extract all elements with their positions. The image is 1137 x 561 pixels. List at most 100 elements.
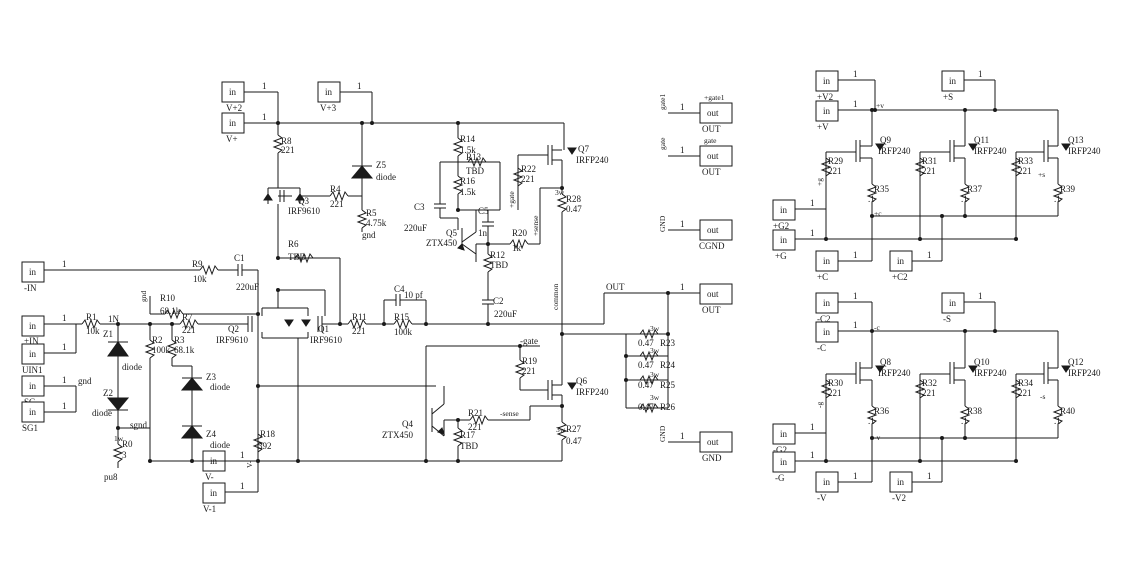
port-right-v: in 1 +V	[815, 99, 1058, 132]
svg-text:0.47: 0.47	[638, 402, 654, 412]
port-gate1-out: out 1 OUT	[668, 102, 733, 134]
svg-text:in: in	[229, 118, 237, 128]
svg-text:R27: R27	[566, 424, 582, 434]
svg-text:in: in	[325, 87, 333, 97]
svg-text:+gate1: +gate1	[704, 93, 725, 102]
svg-text:CGND: CGND	[699, 241, 725, 251]
port-right-minus-g: in 1 -G	[772, 450, 1018, 483]
right-output-stage-bottom	[820, 302, 1071, 482]
svg-text:1: 1	[978, 291, 983, 301]
svg-text:R7: R7	[182, 312, 193, 322]
svg-text:Q6: Q6	[576, 376, 587, 386]
svg-text:221: 221	[468, 422, 482, 432]
svg-text:out: out	[707, 289, 719, 299]
svg-text:GND: GND	[702, 453, 722, 463]
svg-text:in: in	[823, 106, 831, 116]
svg-text:.1: .1	[1054, 194, 1061, 204]
port-right-v2: in 1 +V2	[815, 69, 875, 102]
port-out-out: out 1 OUT	[668, 282, 733, 315]
main-amplifier-wires	[75, 92, 669, 492]
svg-text:gate: gate	[658, 137, 667, 150]
port-right-minus-g2: in 1 -G2	[772, 422, 826, 455]
svg-text:Z5: Z5	[376, 160, 386, 170]
svg-text:-sense: -sense	[500, 409, 519, 418]
svg-text:IRFP240: IRFP240	[1068, 368, 1101, 378]
svg-text:1: 1	[680, 102, 685, 112]
svg-text:R2: R2	[152, 335, 163, 345]
svg-text:1: 1	[680, 145, 685, 155]
svg-text:1: 1	[62, 313, 67, 323]
svg-text:221: 221	[828, 388, 842, 398]
port-right-g2: in 1 +G2	[772, 198, 826, 231]
svg-text:in: in	[29, 407, 37, 417]
svg-text:Q2: Q2	[228, 324, 239, 334]
svg-text:R37: R37	[967, 184, 983, 194]
svg-text:R1: R1	[86, 312, 97, 322]
svg-text:R36: R36	[874, 406, 890, 416]
svg-text:221: 221	[522, 366, 536, 376]
svg-text:out: out	[707, 437, 719, 447]
svg-text:TBD: TBD	[460, 441, 479, 451]
svg-text:GND: GND	[658, 215, 667, 232]
svg-text:IRFP240: IRFP240	[576, 387, 609, 397]
svg-text:.1: .1	[961, 416, 968, 426]
svg-text:diode: diode	[376, 172, 396, 182]
port-right-c2: in 1 +C2	[889, 250, 942, 282]
svg-text:R9: R9	[192, 259, 203, 269]
svg-text:1: 1	[680, 282, 685, 292]
svg-text:1.5k: 1.5k	[460, 187, 476, 197]
svg-text:+g: +g	[815, 178, 824, 186]
svg-text:-v: -v	[874, 433, 880, 442]
svg-text:diode: diode	[122, 362, 142, 372]
svg-text:in: in	[780, 457, 788, 467]
svg-text:-g: -g	[815, 402, 824, 408]
port-v-minus-1: in 1 V-1	[202, 481, 258, 514]
svg-text:C3: C3	[414, 202, 425, 212]
svg-text:1: 1	[810, 422, 815, 432]
svg-text:221: 221	[922, 166, 936, 176]
port-right-minus-s: in 1 -S	[941, 291, 995, 324]
svg-text:1: 1	[62, 342, 67, 352]
svg-text:IRF9610: IRF9610	[310, 335, 343, 345]
svg-text:R26: R26	[660, 402, 676, 412]
port-boxes: in 1 V+2 in 1 V+ in 1 V+3 in 1 -IN in 1 …	[21, 69, 1058, 514]
svg-text:in: in	[823, 477, 831, 487]
svg-text:-S: -S	[943, 314, 951, 324]
svg-text:1: 1	[853, 471, 858, 481]
svg-text:221: 221	[281, 145, 295, 155]
svg-text:1: 1	[853, 99, 858, 109]
svg-text:R18: R18	[260, 429, 276, 439]
svg-text:.1: .1	[1054, 416, 1061, 426]
svg-text:.1: .1	[961, 194, 968, 204]
svg-text:+G2: +G2	[773, 221, 789, 231]
svg-text:1: 1	[978, 69, 983, 79]
svg-text:Z3: Z3	[206, 372, 216, 382]
svg-text:3w: 3w	[650, 393, 660, 402]
svg-text:0.47: 0.47	[638, 338, 654, 348]
svg-text:V-: V-	[245, 460, 254, 468]
svg-text:R35: R35	[874, 184, 890, 194]
svg-text:R14: R14	[460, 134, 476, 144]
svg-text:V+3: V+3	[320, 103, 337, 113]
svg-text:R15: R15	[394, 312, 410, 322]
svg-text:221: 221	[521, 174, 535, 184]
svg-text:out: out	[707, 151, 719, 161]
svg-text:1: 1	[240, 481, 245, 491]
svg-text:R20: R20	[512, 228, 528, 238]
svg-text:+V2: +V2	[817, 92, 833, 102]
svg-text:V-1: V-1	[203, 504, 216, 514]
svg-text:+s: +s	[1038, 170, 1045, 179]
svg-text:in: in	[949, 298, 957, 308]
port-gnd-out: out 1 GND	[668, 431, 733, 463]
svg-text:3w: 3w	[650, 324, 660, 333]
svg-text:-IN: -IN	[24, 283, 37, 293]
svg-text:-G: -G	[775, 473, 785, 483]
svg-text:in: in	[780, 235, 788, 245]
svg-text:pu8: pu8	[104, 472, 118, 482]
svg-text:GND: GND	[658, 425, 667, 442]
svg-text:IRFP240: IRFP240	[1068, 146, 1101, 156]
svg-text:gate: gate	[704, 136, 717, 145]
svg-text:Q8: Q8	[880, 357, 891, 367]
svg-text:68.1k: 68.1k	[160, 306, 181, 316]
